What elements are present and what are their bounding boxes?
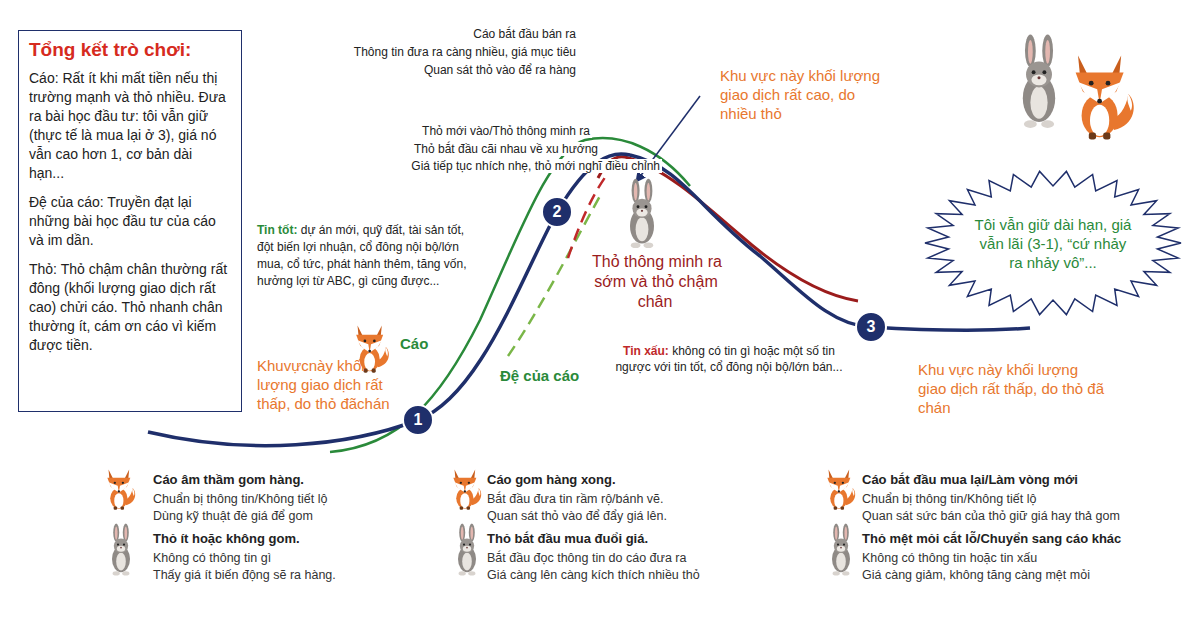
- annotation-line: Cáo bắt đầu bán ra: [471, 27, 578, 41]
- callout-text: 2: [553, 203, 562, 221]
- phase-line: Quan sát thỏ vào để đẩy giá lên.: [487, 509, 667, 523]
- box-paragraph: Thỏ: Thỏ chậm chân thường rất đông (khối…: [29, 260, 231, 355]
- phase-heading: Cáo âm thầm gom hàng.: [153, 472, 304, 487]
- volume-note-group: Khu vực này khối lượng giao dịch rất thấ…: [918, 360, 1108, 417]
- phase-line: Giá càng giảm, không tăng càng mệt mỏi: [862, 568, 1090, 582]
- annotation-line-group: Giá tiếp tục nhích nhẹ, thỏ mới nghĩ điề…: [262, 159, 662, 175]
- fox-icon: [453, 470, 481, 510]
- speech-burst: Tôi vẫn giữ dài hạn, giá vẫn lãi (3-1), …: [922, 168, 1184, 318]
- phase-heading: Thỏ mệt mỏi cắt lỗ/Chuyển sang cáo khác: [862, 531, 1121, 546]
- box-heading: Tổng kết trò chơi:: [29, 39, 231, 61]
- summary-box: Tổng kết trò chơi: Cáo: Rất ít khi mất ti…: [18, 30, 242, 412]
- phase-line-group: Không có thông tin hoặc tin xấu: [862, 550, 1037, 566]
- fox-icon: [107, 470, 135, 510]
- annotation-line-group: Cáo bắt đầu bán ra: [258, 27, 578, 43]
- phase-line-group: Quan sát sức bán của thỏ giữ giá hay thả…: [862, 508, 1120, 524]
- phase-line: Thấy giá ít biến động sẽ ra hàng.: [153, 568, 336, 582]
- news-tag: Tin tốt:: [257, 223, 297, 237]
- phase-heading-group: Thỏ bắt đầu mua đuổi giá.: [487, 531, 648, 548]
- curve-label-group: Cáo: [400, 334, 428, 354]
- phase-line: Chuẩn bị thông tin/Không tiết lộ: [862, 492, 1036, 506]
- phase-line-group: Chuẩn bị thông tin/Không tiết lộ: [153, 491, 327, 507]
- annotation-line: Quan sát thỏ vào để ra hàng: [422, 63, 578, 77]
- fox-follower-curve: [508, 196, 600, 356]
- annotation-line: Thỏ mới vào/Thỏ thông minh ra: [420, 124, 592, 138]
- box-paragraph: Đệ của cáo: Truyền đạt lại những bài học…: [29, 193, 231, 250]
- box-paragraph: Cáo: Rất ít khi mất tiền nếu thị trường …: [29, 69, 231, 183]
- annotation-line: Giá tiếp tục nhích nhẹ, thỏ mới nghĩ điề…: [409, 159, 662, 173]
- curve-label: Cáo: [400, 335, 428, 352]
- price-curve: [148, 154, 1030, 446]
- fox-icon: [827, 470, 855, 510]
- curve-label: Đệ của cáo: [500, 367, 579, 384]
- news-tag: Tin xấu:: [623, 344, 669, 358]
- callout-number: 3: [855, 311, 887, 343]
- phase-line-group: Chuẩn bị thông tin/Không tiết lộ: [862, 491, 1036, 507]
- phase-line-group: Thấy giá ít biến động sẽ ra hàng.: [153, 567, 336, 583]
- phase-line-group: Giá càng lên càng kích thích nhiều thỏ: [487, 567, 700, 583]
- phase-line: Không có thông tin gì: [153, 551, 271, 565]
- phase-heading: Cáo gom hàng xong.: [487, 472, 616, 487]
- phase-heading-group: Cáo bắt đầu mua lại/Làm vòng mới: [862, 472, 1078, 489]
- phase-line-group: Dùng kỹ thuật đè giá để gom: [153, 508, 313, 524]
- rabbit-icon: [832, 524, 850, 576]
- callout-number: 2: [541, 196, 573, 228]
- phase-heading-group: Thỏ mệt mỏi cắt lỗ/Chuyển sang cáo khác: [862, 531, 1121, 548]
- phase-heading: Thỏ ít hoặc không gom.: [153, 531, 300, 546]
- phase-heading: Cáo bắt đầu mua lại/Làm vòng mới: [862, 472, 1078, 487]
- callout-number: 1: [402, 404, 434, 436]
- phase-line: Bắt đầu đọc thông tin do cáo đưa ra: [487, 551, 686, 565]
- phase-heading-group: Thỏ ít hoặc không gom.: [153, 531, 300, 548]
- speech-text: Tôi vẫn giữ dài hạn, giá vẫn lãi (3-1), …: [972, 215, 1134, 272]
- phase-line-group: Quan sát thỏ vào để đẩy giá lên.: [487, 508, 667, 524]
- rabbit-figure: [1023, 34, 1055, 127]
- volume-note: Khu vực này khối lượng giao dịch rất cao…: [720, 67, 880, 122]
- annotation-line-group: Thông tin đưa ra càng nhiều, giá mục tiê…: [258, 45, 578, 61]
- phase-heading-group: Cáo âm thầm gom hàng.: [153, 472, 304, 489]
- callout-text: 1: [414, 411, 423, 429]
- phase-heading: Thỏ bắt đầu mua đuổi giá.: [487, 531, 648, 546]
- volume-note: Khuvựcnày khối lượng giao dịch rất thấp,…: [257, 357, 390, 412]
- phase-heading-group: Cáo gom hàng xong.: [487, 472, 616, 489]
- phase-line: Dùng kỹ thuật đè giá để gom: [153, 509, 313, 523]
- phase-line: Giá càng lên càng kích thích nhiều thỏ: [487, 568, 700, 582]
- phase-line: Quan sát sức bán của thỏ giữ giá hay thả…: [862, 509, 1120, 523]
- news-note-group: Tin xấu: không có tin gì hoặc một số tin…: [610, 343, 848, 375]
- annotation-line-group: Thỏ bắt đầu cãi nhau về xu hướng: [280, 142, 600, 158]
- burst-shape: [925, 171, 1181, 314]
- phase-line: Không có thông tin hoặc tin xấu: [862, 551, 1037, 565]
- phase-line-group: Bắt đầu đưa tin rầm rộ/bánh vẽ.: [487, 491, 664, 507]
- phase-line-group: Giá càng giảm, không tăng càng mệt mỏi: [862, 567, 1090, 583]
- callout-text: 3: [867, 318, 876, 336]
- annotation-line-group: Thỏ mới vào/Thỏ thông minh ra: [272, 124, 592, 140]
- phase-line-group: Bắt đầu đọc thông tin do cáo đưa ra: [487, 550, 686, 566]
- fox-figure: [1076, 56, 1134, 140]
- annotation-line: Thỏ bắt đầu cãi nhau về xu hướng: [412, 142, 600, 156]
- volume-note-group: Khu vực này khối lượng giao dịch rất cao…: [720, 66, 882, 123]
- phase-line-group: Không có thông tin gì: [153, 550, 271, 566]
- curve-label-group: Thỏ thông minh ra sớm và thỏ chậm chân: [578, 252, 734, 312]
- news-note-group: Tin tốt: dự án mới, quỹ đất, tài sản tốt…: [257, 222, 477, 290]
- phase-line: Chuẩn bị thông tin/Không tiết lộ: [153, 492, 327, 506]
- rabbit-icon: [112, 524, 130, 576]
- rabbit-icon: [458, 524, 476, 576]
- phase-line: Bắt đầu đưa tin rầm rộ/bánh vẽ.: [487, 492, 664, 506]
- curve-label-group: Đệ của cáo: [500, 366, 579, 386]
- annotation-line-group: Quan sát thỏ vào để ra hàng: [258, 63, 578, 79]
- annotation-line: Thông tin đưa ra càng nhiều, giá mục tiê…: [352, 45, 578, 59]
- rabbit-figure: [630, 179, 654, 248]
- volume-note-group: Khuvựcnày khối lượng giao dịch rất thấp,…: [257, 356, 407, 413]
- volume-note: Khu vực này khối lượng giao dịch rất thấ…: [918, 361, 1104, 416]
- curve-label: Thỏ thông minh ra sớm và thỏ chậm chân: [590, 253, 722, 310]
